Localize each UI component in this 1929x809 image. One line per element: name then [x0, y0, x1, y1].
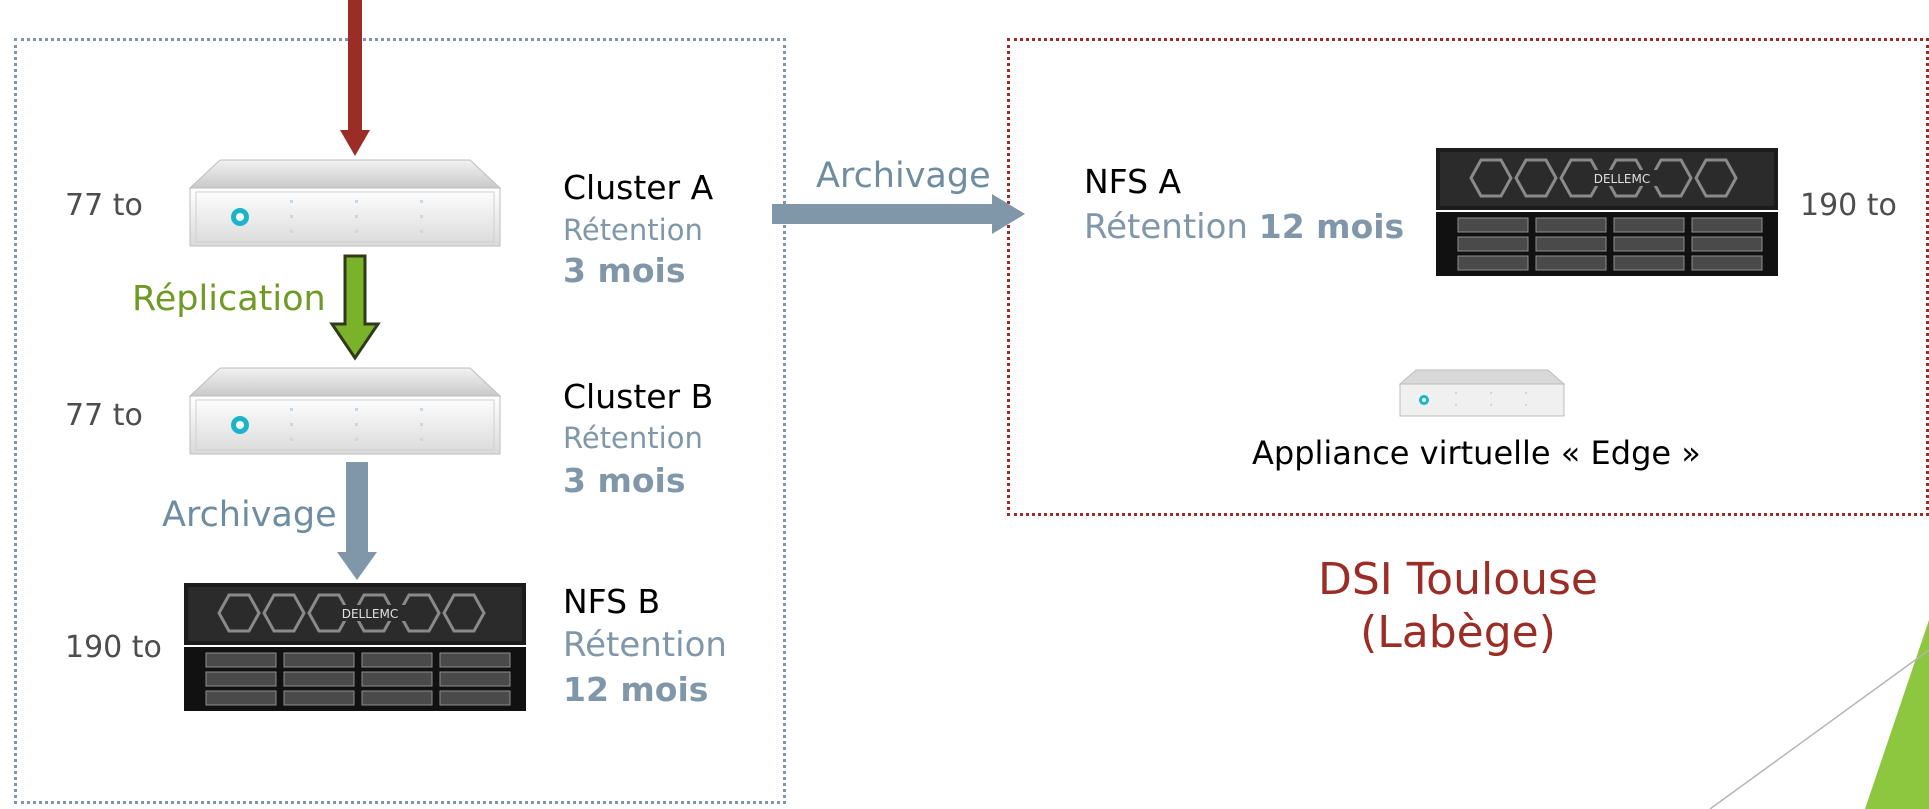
edge-appliance — [1398, 369, 1566, 417]
edge-appliance-label: Appliance virtuelle « Edge » — [1252, 434, 1701, 472]
corner-accent-decoration — [1709, 620, 1929, 809]
nfs-a-name: NFS A — [1084, 162, 1182, 201]
server-brand: DELLEMC — [1594, 172, 1651, 186]
replication-label: Réplication — [132, 279, 326, 319]
server-brand: DELLEMC — [342, 607, 399, 621]
incoming-flow-arrow — [340, 0, 370, 156]
primary-site-box — [14, 38, 786, 804]
nfs-a-server: DELLEMC — [1436, 148, 1778, 276]
cluster-a-retention-value: 3 mois — [563, 251, 686, 290]
virtual-appliance-icon — [1398, 369, 1566, 417]
site-name: DSI Toulouse (Labège) — [1258, 554, 1658, 660]
nfs-a-capacity: 190 to — [1800, 188, 1897, 223]
dsi-toulouse-site-box — [1007, 38, 1929, 516]
nfs-b-name: NFS B — [563, 582, 661, 621]
nfs-a-retention-label: Rétention — [1084, 207, 1248, 247]
cluster-a-name: Cluster A — [563, 168, 714, 207]
archiving-arrow-down — [337, 462, 377, 580]
cluster-a-retention-label: Rétention — [563, 213, 703, 247]
dell-emc-server-icon: DELLEMC — [184, 583, 526, 711]
nfs-b-retention-value: 12 mois — [563, 670, 709, 709]
cluster-b-name: Cluster B — [563, 377, 714, 416]
cluster-b-retention-value: 3 mois — [563, 461, 686, 500]
nfs-a-retention-value: 12 mois — [1258, 207, 1405, 246]
nfs-b-capacity: 190 to — [65, 630, 162, 665]
site-name-line2: (Labège) — [1360, 606, 1556, 658]
nfs-a-retention: Rétention 12 mois — [1084, 207, 1404, 247]
archiving-arrow-right — [772, 194, 1025, 234]
cluster-b-retention-label: Rétention — [563, 421, 703, 455]
cluster-a-capacity: 77 to — [65, 188, 143, 223]
archiving-label-left: Archivage — [162, 495, 337, 535]
dell-emc-server-icon: DELLEMC — [1436, 148, 1778, 276]
cluster-a-appliance — [188, 159, 502, 247]
storage-appliance-icon — [188, 367, 502, 455]
nfs-b-server: DELLEMC — [184, 583, 526, 711]
archiving-label-between-sites: Archivage — [816, 156, 991, 196]
nfs-b-retention-label: Rétention — [563, 625, 727, 665]
storage-appliance-icon — [188, 159, 502, 247]
cluster-b-capacity: 77 to — [65, 398, 143, 433]
site-name-line1: DSI Toulouse — [1317, 554, 1598, 605]
cluster-b-appliance — [188, 367, 502, 455]
replication-arrow — [329, 254, 381, 361]
